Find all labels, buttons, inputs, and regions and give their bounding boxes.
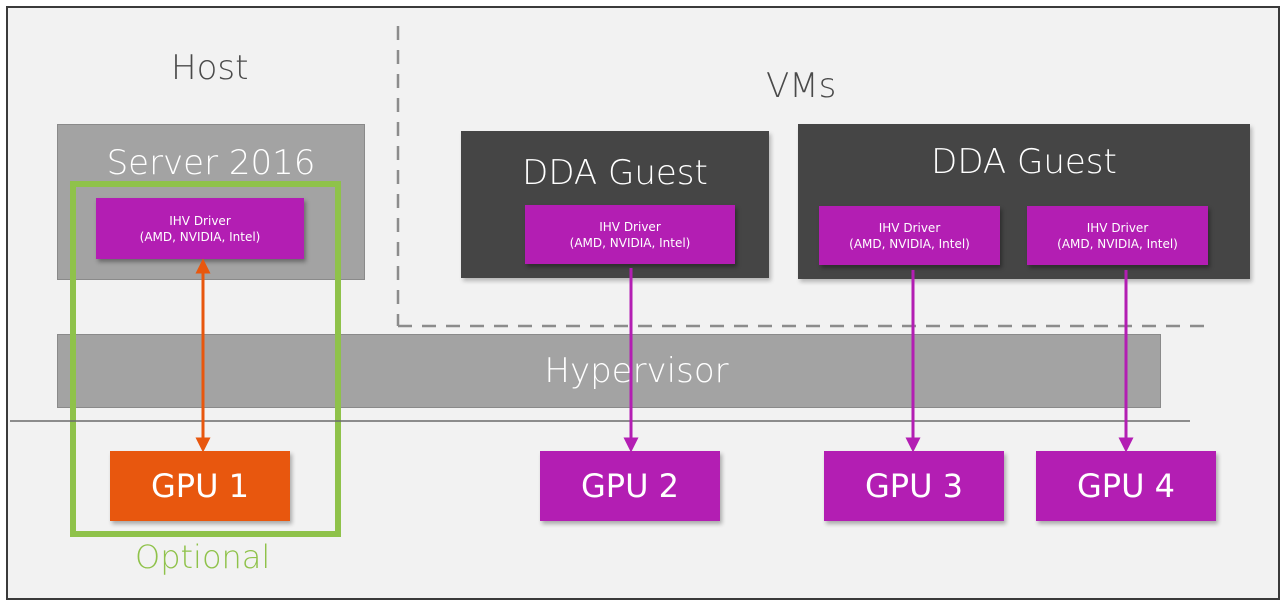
- host-label: Host: [171, 48, 249, 88]
- hypervisor-label: Hypervisor: [544, 351, 729, 391]
- driver-name: IHV Driver: [1086, 220, 1149, 235]
- optional-label: Optional: [135, 538, 271, 576]
- guest-title: DDA Guest: [931, 142, 1117, 182]
- gpu-4: GPU 4: [1036, 451, 1216, 521]
- driver-vendors: (AMD, NVIDIA, Intel): [1057, 236, 1178, 251]
- driver-name: IHV Driver: [169, 213, 231, 228]
- driver-name: IHV Driver: [599, 219, 661, 234]
- guest-title: DDA Guest: [522, 153, 708, 193]
- driver-vendors: (AMD, NVIDIA, Intel): [849, 236, 970, 251]
- ihv-driver-host: IHV Driver (AMD, NVIDIA, Intel): [96, 198, 304, 259]
- driver-name: IHV Driver: [878, 220, 941, 235]
- gpu-2: GPU 2: [540, 451, 720, 521]
- gpu-3: GPU 3: [824, 451, 1004, 521]
- ihv-driver-guest-2a: IHV Driver (AMD, NVIDIA, Intel): [819, 206, 1000, 265]
- ihv-driver-guest-1: IHV Driver (AMD, NVIDIA, Intel): [525, 205, 735, 264]
- hypervisor-bar: Hypervisor: [57, 334, 1161, 408]
- server-title: Server 2016: [106, 143, 316, 183]
- ihv-driver-guest-2b: IHV Driver (AMD, NVIDIA, Intel): [1027, 206, 1208, 265]
- driver-vendors: (AMD, NVIDIA, Intel): [139, 229, 261, 244]
- diagram-frame: Host VMs Server 2016 IHV Driver (AMD, NV…: [6, 6, 1280, 600]
- driver-vendors: (AMD, NVIDIA, Intel): [569, 235, 691, 250]
- connector-overlay: [10, 26, 1208, 453]
- optional-highlight-frame: [70, 181, 341, 537]
- gpu-1: GPU 1: [110, 451, 290, 521]
- vms-label: VMs: [766, 66, 837, 106]
